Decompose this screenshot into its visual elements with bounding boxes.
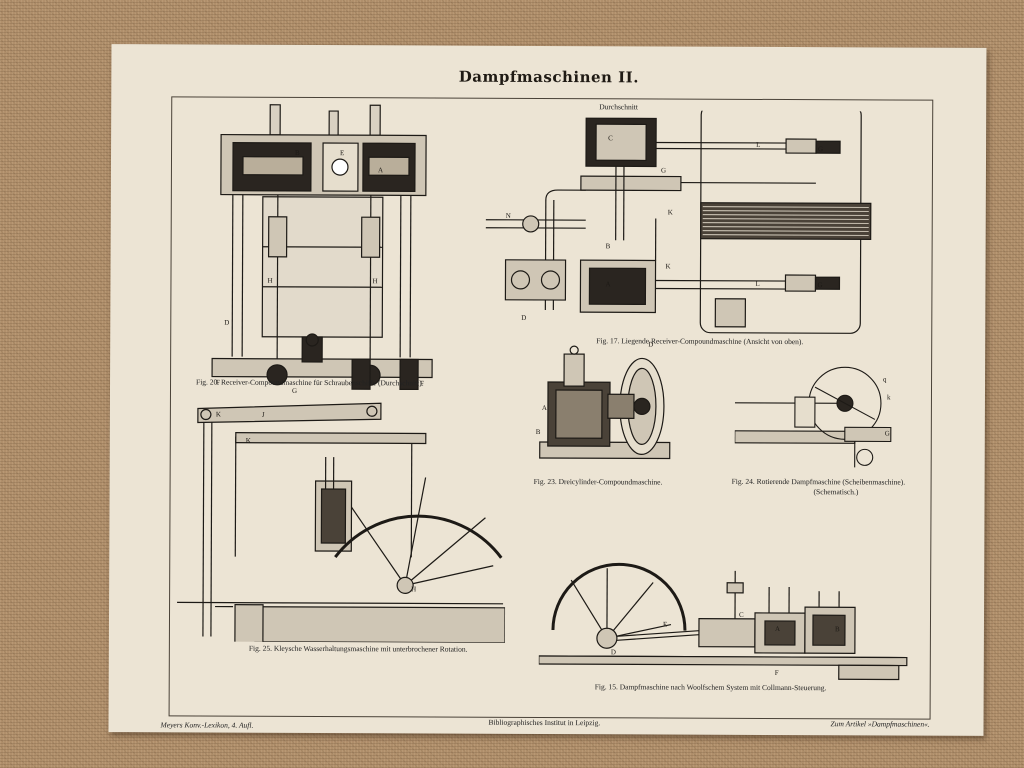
figure-15-caption: Fig. 15. Dampfmaschine nach Woolfschem S… [594, 682, 827, 693]
svg-text:B: B [536, 428, 541, 436]
svg-text:K: K [666, 263, 671, 271]
svg-text:B: B [295, 149, 300, 157]
svg-text:K: K [216, 411, 221, 419]
figure-25-caption: Fig. 25. Kleysche Wasserhaltungsmaschine… [248, 643, 468, 654]
svg-text:E: E [340, 149, 344, 157]
plate-title: Dampfmaschinen II. [458, 67, 639, 87]
svg-text:K: K [246, 437, 251, 445]
figure-24-caption-line1: Fig. 24. Rotierende Dampfmaschine (Schei… [731, 476, 906, 487]
svg-text:E: E [663, 621, 667, 629]
svg-text:A: A [605, 280, 610, 288]
figure-20-marine-compound-engine: B E A D H H F F G [211, 104, 433, 395]
svg-text:k: k [887, 393, 891, 401]
figure-24-disc-engine: q kG [734, 366, 892, 468]
footer-center: Bibliographisches Institut in Leipzig. [488, 717, 601, 728]
svg-text:G: G [661, 166, 666, 174]
figure-15-woolf-engine: A B C D E F [538, 562, 908, 681]
footer-left: Meyers Konv.-Lexikon, 4. Aufl. [160, 720, 254, 730]
svg-text:H: H [267, 277, 272, 285]
figure-23-caption: Fig. 23. Dreicylinder-Compoundmaschine. [533, 476, 663, 487]
figure-17-horizontal-compound-engine: C A L L G G G N B K D K [485, 109, 872, 334]
svg-text:B: B [606, 242, 611, 250]
svg-text:G: G [292, 387, 297, 395]
svg-text:L: L [756, 141, 760, 149]
svg-text:G: G [885, 429, 890, 437]
svg-text:A: A [775, 625, 780, 633]
figure-25-water-pumping-engine: K J K H [177, 402, 506, 643]
figure-23-three-cylinder-engine: D B A [536, 340, 671, 460]
svg-text:F: F [216, 379, 220, 387]
svg-text:J: J [262, 411, 265, 419]
plate-sheet: Dampfmaschinen II. [108, 44, 987, 736]
svg-text:B: B [835, 625, 840, 633]
svg-text:A: A [542, 404, 547, 412]
svg-text:H: H [372, 277, 377, 285]
svg-text:A: A [378, 166, 383, 174]
svg-text:C: C [739, 611, 744, 619]
svg-text:D: D [611, 648, 616, 656]
svg-text:D: D [521, 314, 526, 322]
svg-text:q: q [883, 375, 887, 383]
footer-right: Zum Artikel »Dampfmaschinen«. [830, 719, 930, 729]
svg-text:F: F [775, 669, 779, 677]
svg-text:H: H [411, 585, 416, 593]
svg-text:D: D [648, 340, 653, 348]
svg-text:D: D [224, 319, 229, 327]
svg-text:K: K [668, 209, 673, 217]
svg-text:G: G [818, 145, 823, 153]
figure-20-caption: Fig. 20. Receiver-Compoundmaschine für S… [196, 377, 424, 388]
svg-text:G: G [817, 281, 822, 289]
svg-text:N: N [506, 212, 511, 220]
svg-text:L: L [755, 280, 759, 288]
svg-text:C: C [608, 134, 613, 142]
svg-text:F: F [420, 379, 424, 387]
